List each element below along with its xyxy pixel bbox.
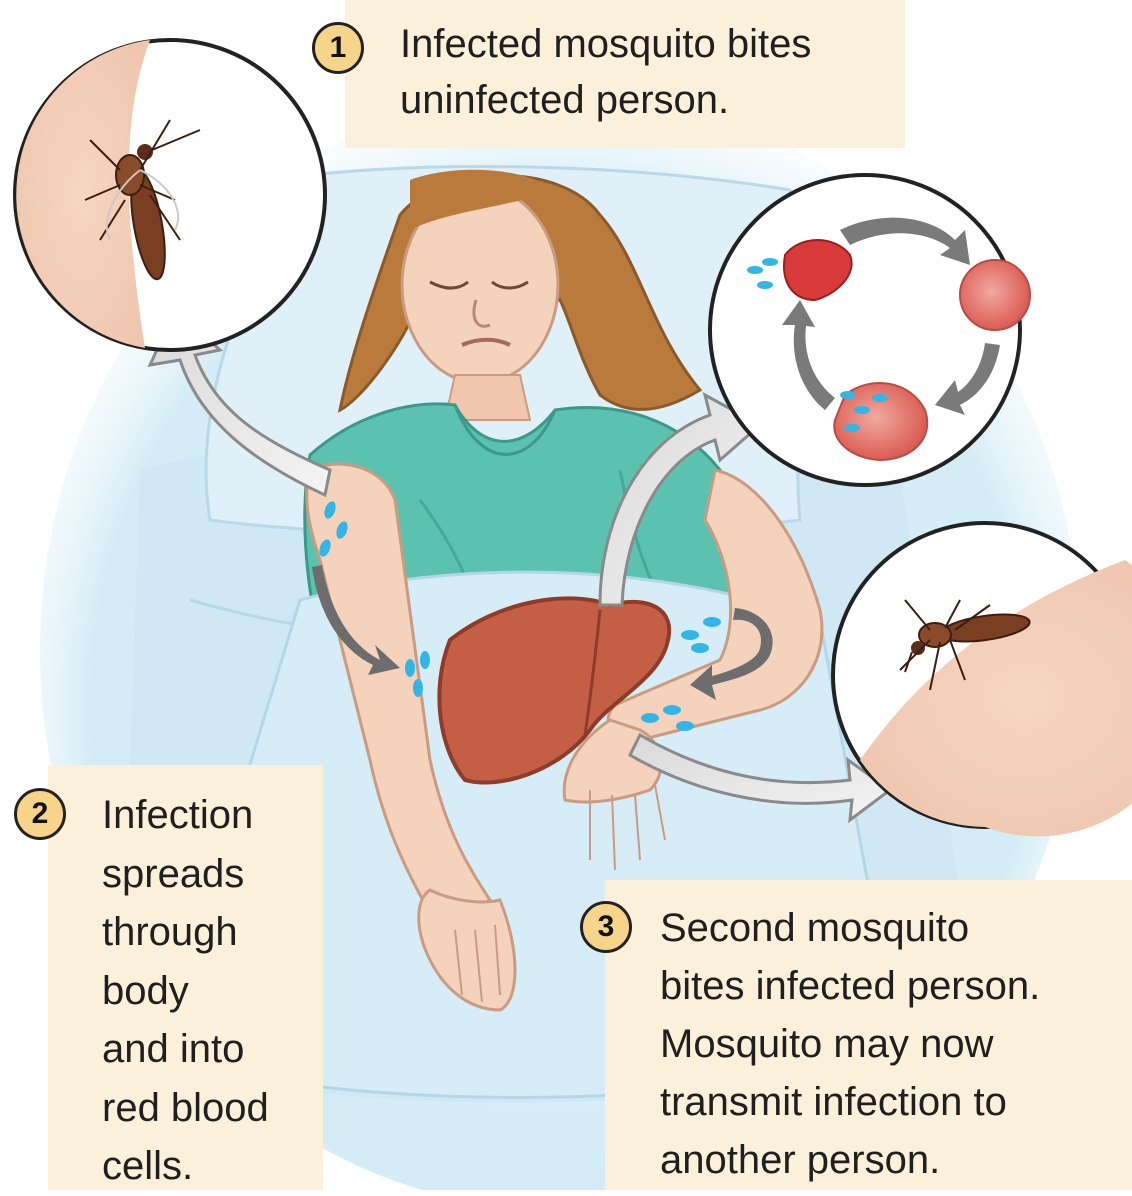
step-number: 2 bbox=[32, 797, 49, 831]
step-text-line: spreads bbox=[102, 845, 269, 904]
step-text-line: Mosquito may now bbox=[660, 1015, 1040, 1073]
step-text-line: uninfected person. bbox=[400, 72, 811, 128]
step-text-line: another person. bbox=[660, 1131, 1040, 1189]
step-text-line: through bbox=[102, 903, 269, 962]
step-text-line: Infection bbox=[102, 786, 269, 845]
step-1-text: Infected mosquito bites uninfected perso… bbox=[400, 16, 811, 128]
step-text-line: Infected mosquito bites bbox=[400, 16, 811, 72]
step-text-line: red blood bbox=[102, 1079, 269, 1138]
step-text-line: body bbox=[102, 962, 269, 1021]
step-number: 1 bbox=[330, 31, 347, 65]
step-2-text: Infection spreads through body and into … bbox=[102, 786, 269, 1196]
step-1-badge: 1 bbox=[312, 22, 364, 74]
mosquito-bite-circle-1 bbox=[15, 40, 325, 350]
step-text-line: transmit infection to bbox=[660, 1073, 1040, 1131]
step-text-line: cells. bbox=[102, 1137, 269, 1196]
step-text-line: bites infected person. bbox=[660, 957, 1040, 1015]
step-text-line: and into bbox=[102, 1020, 269, 1079]
step-number: 3 bbox=[598, 910, 615, 944]
step-text-line: Second mosquito bbox=[660, 899, 1040, 957]
step-3-badge: 3 bbox=[580, 901, 632, 953]
step-2-badge: 2 bbox=[14, 788, 66, 840]
step-3-text: Second mosquito bites infected person. M… bbox=[660, 899, 1040, 1189]
